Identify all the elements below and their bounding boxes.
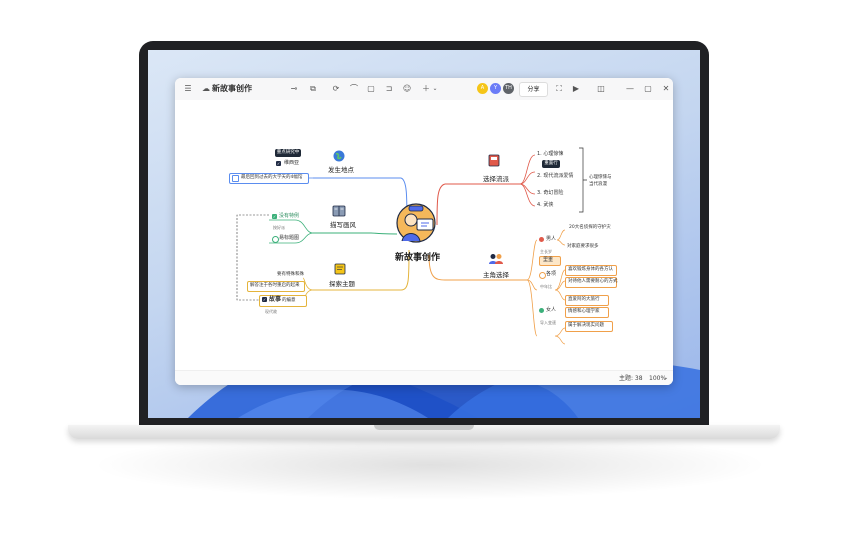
ab-item-1[interactable] (565, 265, 617, 276)
theme-note-1: 要有特殊和殊 (277, 272, 304, 277)
topic-character[interactable]: 主角选择 (483, 271, 509, 279)
relationship-icon[interactable]: ⟳ (332, 84, 340, 93)
female-item-1-text: 情感和心理学家 (568, 309, 600, 314)
checkbox-empty-icon[interactable] (232, 175, 239, 182)
maximize-icon[interactable]: ▢ (644, 84, 652, 93)
minimize-icon[interactable]: — (626, 84, 634, 93)
style-item-2[interactable]: 易标题图 (279, 235, 300, 241)
genre-item-3[interactable]: 3. 奇幻冒险 (537, 190, 564, 196)
ab-item-3[interactable] (565, 295, 609, 306)
character-male[interactable]: 男人 (546, 236, 557, 242)
character-highlight[interactable] (539, 256, 561, 266)
genre-item-4[interactable]: 4. 武侠 (537, 202, 554, 208)
theme-item-3[interactable] (259, 295, 307, 307)
chevron-down-icon[interactable]: ⌄ (432, 85, 438, 92)
character-female[interactable]: 女人 (546, 307, 557, 313)
genre-item-2[interactable]: 2. 现代流派爱情 (537, 173, 574, 179)
insert-topic-icon[interactable]: ⊸ (290, 84, 298, 93)
topic-location[interactable]: 发生地点 (328, 166, 354, 174)
genre-summary[interactable]: 心理惊悚与 当代浪漫 (589, 175, 612, 187)
central-illustration-icon (396, 203, 436, 243)
female-marker-icon (539, 308, 544, 313)
character-ab[interactable]: 各项 (546, 271, 557, 277)
character-male-sub: 主长岁 (540, 249, 552, 254)
note-icon (334, 260, 346, 275)
people-icon (488, 250, 504, 264)
circle-empty-icon[interactable] (272, 236, 279, 243)
fullscreen-icon[interactable]: ⛶ (556, 84, 562, 93)
theme-item-3-suffix: 的编意 (282, 298, 296, 303)
subtopic-icon[interactable]: ⧉ (310, 84, 316, 93)
theme-box-item[interactable] (247, 281, 305, 292)
app-window: ☰ ☁ 新故事创作 ⊸ ⧉ ⟳ ⌒ ▢ ⊐ ☺ ＋ ⌄ A Y TH 分享 ⛶ … (175, 78, 673, 385)
character-ab-note: 中年比 (540, 284, 552, 289)
panel-icon[interactable]: ◫ (597, 84, 605, 93)
female-item-2[interactable] (565, 321, 613, 332)
book-red-icon (488, 152, 500, 167)
character-top-note: 20大名侦探的守护灾 (569, 225, 611, 230)
character-male-note[interactable]: 对家庭要求很多 (567, 244, 599, 249)
summary-icon[interactable]: ⊐ (385, 84, 393, 93)
location-checked-item[interactable]: 维西亚 (284, 160, 300, 166)
location-box-text: 最后回到过去的大学天的4幅馆 (241, 175, 303, 180)
central-topic[interactable]: 新故事创作 (395, 253, 441, 263)
add-icon[interactable]: ＋ (422, 84, 430, 93)
genre-item-1[interactable]: 1. 心理惊悚 (537, 151, 564, 157)
status-bar: 主题: 38 100% ⌄ (175, 370, 673, 385)
ab-marker-icon (539, 272, 546, 279)
present-icon[interactable]: ▶ (572, 84, 580, 93)
female-item-1[interactable] (565, 307, 609, 318)
close-icon[interactable]: ✕ (662, 84, 670, 93)
ab-item-2[interactable] (565, 277, 617, 288)
checkbox-checked-icon[interactable]: ✓ (276, 161, 281, 166)
location-tooltip: 重点研究中 (275, 149, 301, 157)
avatar-a[interactable]: A (477, 83, 488, 94)
location-box-item[interactable] (229, 173, 309, 184)
share-button[interactable]: 分享 (519, 82, 548, 97)
genre-tooltip: 重置行 (542, 160, 560, 168)
avatar-th[interactable]: TH (503, 83, 514, 94)
topic-style[interactable]: 描写画风 (330, 221, 356, 229)
style-item-1-note: 按好派 (273, 225, 285, 230)
topic-theme[interactable]: 探索主题 (329, 280, 355, 288)
connect-icon[interactable]: ⌒ (350, 84, 358, 93)
ab-item-3-text: 直爱阿的大旅行 (568, 297, 600, 302)
ab-item-2-text: 对待他人需要耐心的方式 (568, 279, 618, 284)
zoom-chevron-icon[interactable]: ⌄ (664, 375, 669, 381)
character-highlight-text: 里重 (543, 257, 554, 263)
topic-genre[interactable]: 选择流派 (483, 175, 509, 183)
topic-count: 主题: 38 (619, 375, 643, 382)
zoom-level[interactable]: 100% (649, 375, 667, 382)
laptop-shadow (90, 430, 770, 500)
document-title[interactable]: 新故事创作 (212, 84, 252, 93)
boundary-icon[interactable]: ▢ (367, 84, 375, 93)
male-marker-icon (539, 237, 544, 242)
globe-icon (333, 147, 345, 162)
checkbox-checked-icon[interactable]: ✓ (272, 214, 277, 219)
laptop-base-notch (374, 425, 474, 430)
book-icon (332, 202, 346, 217)
theme-item-3-prefix: 故事 (269, 296, 282, 303)
laptop-base (68, 425, 780, 439)
title-bar: ☰ ☁ 新故事创作 ⊸ ⧉ ⟳ ⌒ ▢ ⊐ ☺ ＋ ⌄ A Y TH 分享 ⛶ … (175, 78, 673, 101)
theme-note-2: 现代故 (265, 309, 277, 314)
ab-item-1-text: 喜欢锻炼身体的各方认 (568, 267, 613, 272)
character-female-sub: 导入变速 (540, 320, 556, 325)
checkbox-checked-icon[interactable]: ✓ (262, 297, 267, 302)
avatar-y[interactable]: Y (490, 83, 501, 94)
style-item-1[interactable]: 没有特例 (279, 213, 300, 219)
theme-box-text: 解答注于各时重启的起来 (250, 283, 300, 288)
female-item-2-text: 属于解决现实问题 (568, 323, 604, 328)
menu-icon[interactable]: ☰ (184, 84, 192, 93)
emoji-icon[interactable]: ☺ (402, 84, 412, 93)
cloud-icon: ☁ (202, 84, 210, 93)
mindmap-canvas[interactable]: 新故事创作 发生地点 重点研究中 ✓ 维西亚 最后回到过去的大学天的4幅馆 描写… (175, 100, 673, 370)
